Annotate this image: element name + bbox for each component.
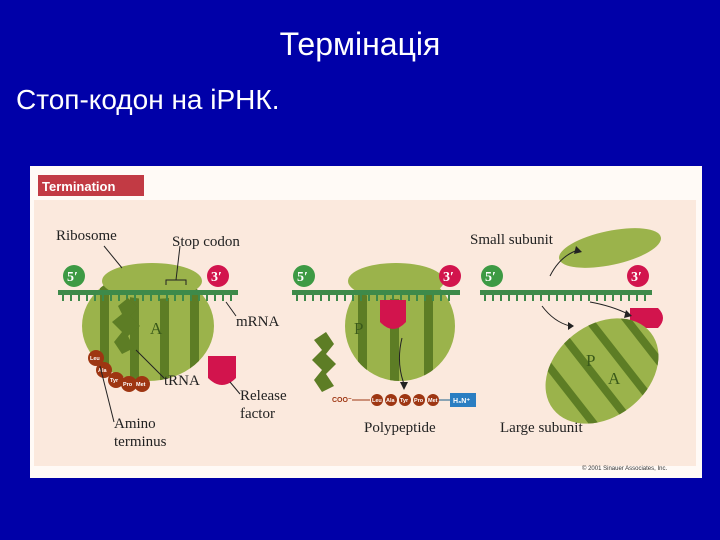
mrna-label: mRNA xyxy=(236,314,280,330)
site-p-label-2: P xyxy=(354,319,363,338)
slide-title: Термінація xyxy=(279,26,441,62)
large-subunit-1 xyxy=(82,271,214,381)
amino-acid-pro-label: Pro xyxy=(123,382,133,388)
release-factor-label-1: Release xyxy=(240,388,287,404)
poly-pro-label: Pro xyxy=(414,398,424,404)
amino-acid-leu xyxy=(88,350,104,366)
three-prime-label-2: 3′ xyxy=(443,270,454,285)
small-subunit-free xyxy=(559,228,661,268)
poly-leu xyxy=(371,394,383,406)
three-prime-marker-1 xyxy=(207,265,229,287)
five-prime-label-3: 5′ xyxy=(485,270,496,285)
amino-terminus-label-2: terminus xyxy=(114,434,167,450)
amino-acid-tyr xyxy=(108,372,124,388)
poly-leu-label: Leu xyxy=(372,398,382,404)
mrna-strand-2 xyxy=(292,290,460,295)
h3n-terminal-box xyxy=(450,393,476,407)
poly-ala xyxy=(385,394,397,406)
polypeptide-chain: COO⁻ Leu Ala Tyr Pro Met H₃N⁺ xyxy=(332,393,476,407)
termination-figure: Termination 5′ 3′ xyxy=(30,166,702,478)
release-factor-label-2: factor xyxy=(240,406,275,422)
three-prime-label-3: 3′ xyxy=(631,270,642,285)
amino-chain-1: Leu Ala Tyr Pro Met xyxy=(88,350,150,392)
stop-codon-label: Stop codon xyxy=(172,234,240,250)
five-prime-marker-3 xyxy=(481,265,503,287)
copyright-notice: © 2001 Sinauer Associates, Inc. xyxy=(582,465,667,472)
trna-label: tRNA xyxy=(164,373,200,389)
amino-acid-pro xyxy=(121,376,137,392)
site-a-label-3: A xyxy=(608,369,621,388)
poly-tyr xyxy=(399,394,411,406)
five-prime-label-1: 5′ xyxy=(67,270,78,285)
panel-1-ribosome: 5′ 3′ A Leu Ala Tyr Pro Met Ribosome Sto… xyxy=(56,228,287,450)
poly-ala-label: Ala xyxy=(386,398,396,404)
release-factor-1 xyxy=(208,356,236,385)
small-subunit-label: Small subunit xyxy=(470,232,554,248)
amino-terminus-label-1: Amino xyxy=(114,416,156,432)
amino-acid-met-label: Met xyxy=(136,382,146,388)
three-prime-label-1: 3′ xyxy=(211,270,222,285)
coo-terminal: COO⁻ xyxy=(332,397,352,404)
amino-acid-leu-label: Leu xyxy=(90,356,100,362)
trna-shape xyxy=(112,298,140,354)
five-prime-marker-1 xyxy=(63,265,85,287)
release-factor-2 xyxy=(380,300,406,329)
site-p-label-3: P xyxy=(586,351,595,370)
site-a-label-1: A xyxy=(150,319,163,338)
panel-3-dissociation: 5′ 3′ Small subunit P A Large subunit xyxy=(470,228,680,446)
five-prime-label-2: 5′ xyxy=(297,270,308,285)
termination-header-box xyxy=(38,175,144,196)
five-prime-marker-2 xyxy=(293,265,315,287)
three-prime-marker-2 xyxy=(439,265,461,287)
panel-2-ribosome: 5′ 3′ P COO⁻ Leu Ala Tyr Pro Met H₃N⁺ Po… xyxy=(292,263,476,436)
three-prime-marker-3 xyxy=(627,265,649,287)
trna-released xyxy=(312,332,336,392)
h3n-terminal: H₃N⁺ xyxy=(453,398,470,405)
mrna-strand-1 xyxy=(58,290,238,295)
amino-acid-met xyxy=(134,376,150,392)
poly-met-label: Met xyxy=(428,398,438,404)
termination-diagram: Termination 5′ 3′ xyxy=(30,166,702,478)
stop-codon-pointer xyxy=(175,245,181,281)
amino-acid-tyr-label: Tyr xyxy=(110,378,119,384)
slide-subtitle: Стоп-кодон на іРНК. xyxy=(16,84,280,115)
poly-met xyxy=(427,394,439,406)
polypeptide-label: Polypeptide xyxy=(364,420,436,436)
mrna-strand-3 xyxy=(480,290,652,295)
amino-acid-ala-label: Ala xyxy=(98,368,108,374)
ribosome-label: Ribosome xyxy=(56,228,117,244)
termination-header: Termination xyxy=(42,179,115,194)
poly-pro xyxy=(413,394,425,406)
poly-tyr-label: Tyr xyxy=(400,398,409,404)
large-subunit-label: Large subunit xyxy=(500,420,583,436)
